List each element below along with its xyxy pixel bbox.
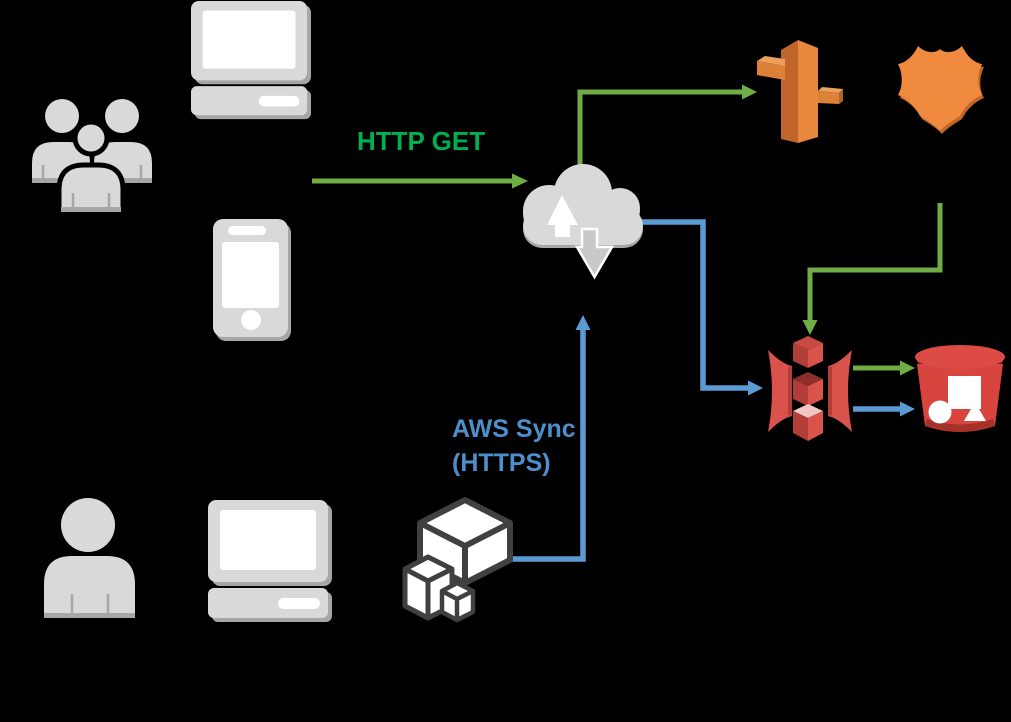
shield-to-s3-arrow <box>802 203 943 335</box>
desktop-computer-top-icon <box>191 1 311 120</box>
http-get-label: HTTP GET <box>357 126 486 156</box>
object-circle-icon <box>928 400 952 424</box>
red-bucket-icon <box>915 345 1005 432</box>
aws-sync-label: AWS Sync (HTTPS) <box>452 412 576 480</box>
single-user-icon <box>44 498 135 618</box>
mobile-phone-icon <box>213 219 291 341</box>
upload-arrow-icon <box>547 195 578 237</box>
object-triangle-icon <box>964 402 986 421</box>
red-s3-icon <box>768 336 852 441</box>
s3-to-bucket-green-arrow <box>853 360 915 376</box>
app-to-cloud-blue-arrow <box>510 315 591 562</box>
aws-sync-label-line2: (HTTPS) <box>452 449 551 477</box>
app-cubes-icon <box>402 497 513 623</box>
desktop-computer-bottom-icon <box>208 500 332 622</box>
users-group-icon <box>32 99 152 215</box>
aws-sync-label-line1: AWS Sync <box>452 415 576 443</box>
orange-shield-icon <box>898 46 984 134</box>
s3-to-bucket-blue-arrow <box>853 401 915 417</box>
cloud-to-s3-blue-arrow <box>638 219 763 396</box>
download-arrow-icon <box>574 227 615 280</box>
orange-pillar-icon <box>757 40 843 143</box>
cloud-to-pillar-arrow <box>577 84 757 170</box>
cloud-transfer-icon <box>523 164 643 280</box>
http-get-arrow <box>312 173 528 189</box>
